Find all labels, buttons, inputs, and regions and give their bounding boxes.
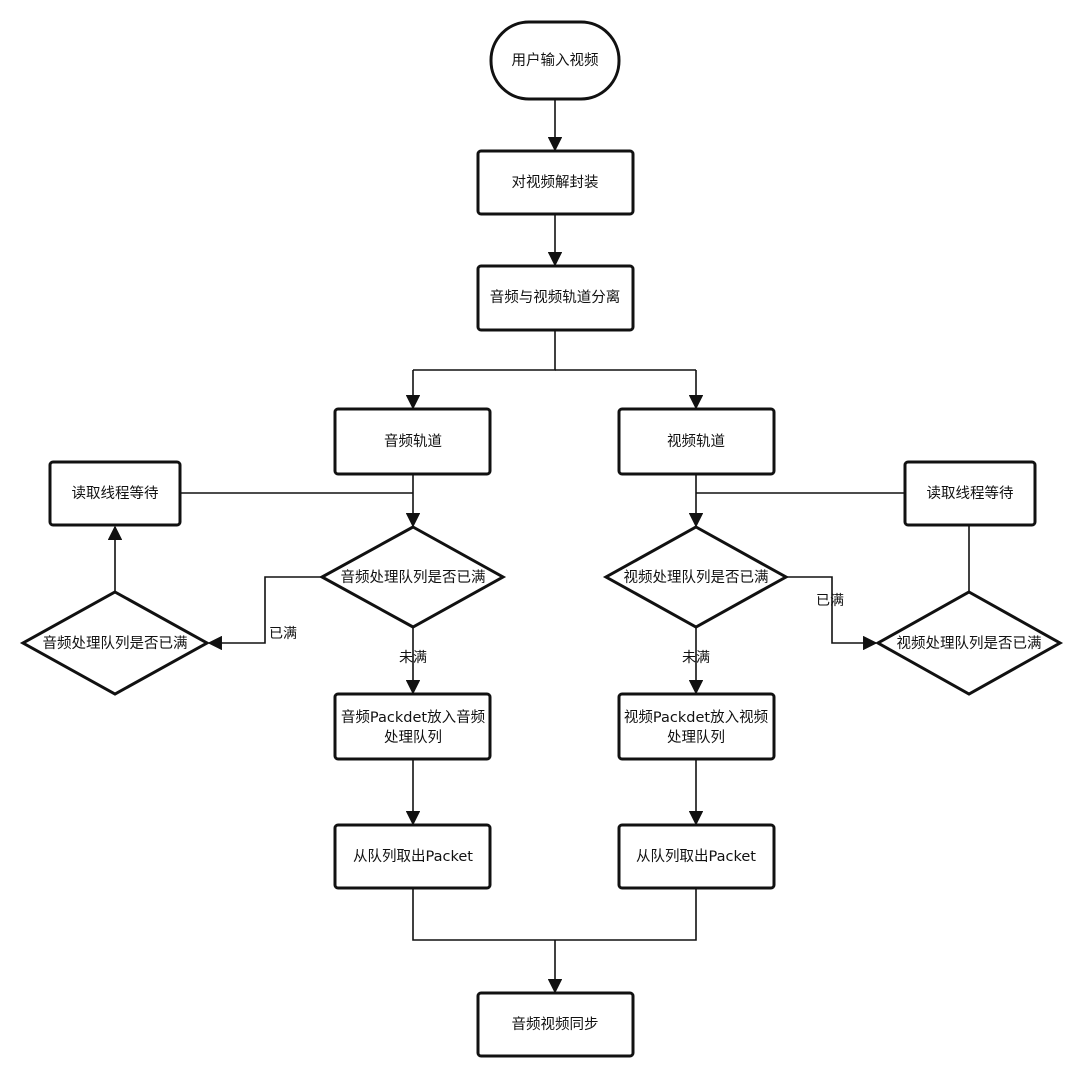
audio-dequeue-label: 从队列取出Packet xyxy=(353,848,473,865)
audio-track-box xyxy=(333,407,492,476)
node-video-enqueue: 视频Packdet放入视频 处理队列 xyxy=(617,692,776,761)
audio-enqueue-label-line1: 音频Packdet放入音频 xyxy=(341,709,486,726)
video-track-box xyxy=(617,407,776,476)
edge-label-video-not-full: 未满 xyxy=(682,650,710,666)
node-demux: 对视频解封装 xyxy=(476,149,635,216)
video-dequeue-label: 从队列取出Packet xyxy=(636,848,756,865)
video-check-side-label: 视频处理队列是否已满 xyxy=(897,635,1042,652)
start-terminator xyxy=(489,20,621,101)
edge-audio-full xyxy=(207,576,322,651)
node-audio-track: 音频轨道 xyxy=(333,407,492,476)
audio-wait-box xyxy=(48,460,182,527)
video-enqueue-box xyxy=(617,692,776,761)
demux-label: 对视频解封装 xyxy=(512,174,599,191)
audio-wait-label: 读取线程等待 xyxy=(72,484,159,502)
audio-enqueue-label-line2: 处理队列 xyxy=(384,729,442,746)
audio-enqueue-box xyxy=(333,692,492,761)
video-enqueue-label-line1: 视频Packdet放入视频 xyxy=(624,709,769,726)
node-audio-check: 音频处理队列是否已满 xyxy=(318,525,507,629)
audio-dequeue-box xyxy=(333,823,492,890)
node-video-wait: 读取线程等待 xyxy=(903,460,1037,527)
node-audio-wait: 读取线程等待 xyxy=(48,460,182,527)
node-audio-dequeue: 从队列取出Packet xyxy=(333,823,492,890)
start-label: 用户输入视频 xyxy=(512,52,599,69)
node-video-check: 视频处理队列是否已满 xyxy=(602,525,790,629)
node-video-dequeue: 从队列取出Packet xyxy=(617,823,776,890)
video-check-diamond xyxy=(602,525,790,629)
edge-label-audio-full: 已满 xyxy=(269,626,297,642)
node-video-track: 视频轨道 xyxy=(617,407,776,476)
node-sync: 音频视频同步 xyxy=(476,991,635,1058)
edge-label-audio-not-full: 未满 xyxy=(399,650,427,666)
video-enqueue-label-line2: 处理队列 xyxy=(667,729,725,746)
edges xyxy=(107,100,970,994)
audio-check-label: 音频处理队列是否已满 xyxy=(341,569,486,586)
edge-video-full xyxy=(786,576,878,651)
video-track-label: 视频轨道 xyxy=(667,433,725,450)
node-audio-enqueue: 音频Packdet放入音频 处理队列 xyxy=(333,692,492,761)
video-check-side-diamond xyxy=(874,590,1064,696)
sync-label: 音频视频同步 xyxy=(512,1016,599,1033)
edge-label-video-full: 已满 xyxy=(816,593,844,609)
video-check-label: 视频处理队列是否已满 xyxy=(624,569,769,586)
split-box xyxy=(476,264,635,332)
audio-check-side-label: 音频处理队列是否已满 xyxy=(43,635,188,652)
sync-box xyxy=(476,991,635,1058)
edge-merge xyxy=(412,888,697,941)
audio-check-diamond xyxy=(318,525,507,629)
node-video-check-side: 视频处理队列是否已满 xyxy=(874,590,1064,696)
audio-check-side-diamond xyxy=(19,590,211,696)
video-dequeue-box xyxy=(617,823,776,890)
audio-track-label: 音频轨道 xyxy=(384,433,442,450)
node-start: 用户输入视频 xyxy=(489,20,621,101)
video-wait-box xyxy=(903,460,1037,527)
edge-split-branch xyxy=(413,330,556,371)
node-audio-check-side: 音频处理队列是否已满 xyxy=(19,590,211,696)
node-split: 音频与视频轨道分离 xyxy=(476,264,635,332)
video-wait-label: 读取线程等待 xyxy=(927,484,1014,502)
demux-box xyxy=(476,149,635,216)
split-label: 音频与视频轨道分离 xyxy=(490,289,621,306)
